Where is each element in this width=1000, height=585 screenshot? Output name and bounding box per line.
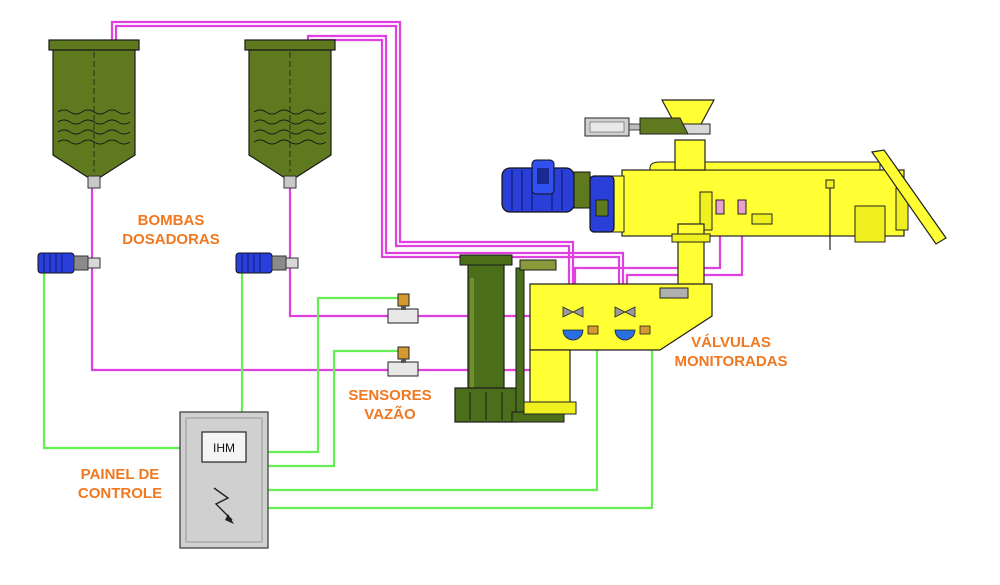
green-wires [42,272,654,510]
machine-stand [454,254,565,423]
label-sensores-vazao: SENSORES VAZÃO [340,386,440,424]
tank-1 [48,39,140,189]
label-bombas-dosadoras: BOMBAS DOSADORAS [112,211,230,249]
tank-2 [244,39,336,189]
label-valvulas-monitoradas: VÁLVULAS MONITORADAS [660,333,802,371]
dosing-pump-1 [37,252,101,274]
label-bombas-line2: DOSADORAS [122,231,220,248]
hmi-screen-label: IHM [213,441,235,455]
label-bombas-line1: BOMBAS [137,212,205,229]
main-motor [501,159,615,233]
label-sensores-line2: VAZÃO [364,406,416,423]
yellow-machine [523,99,947,415]
dosing-pump-2 [235,252,299,274]
label-valvulas-line2: MONITORADAS [674,353,788,370]
label-valvulas-line1: VÁLVULAS [691,334,771,351]
label-painel-line2: CONTROLE [77,485,163,502]
pneumatic-cylinder [584,117,689,137]
label-painel-line1: PAINEL DE [80,466,160,483]
label-painel-de-controle: PAINEL DE CONTROLE [68,465,172,503]
flow-sensor-2 [387,346,419,377]
flow-sensor-1 [387,293,419,324]
control-panel [179,411,269,549]
label-sensores-line1: SENSORES [348,387,432,404]
